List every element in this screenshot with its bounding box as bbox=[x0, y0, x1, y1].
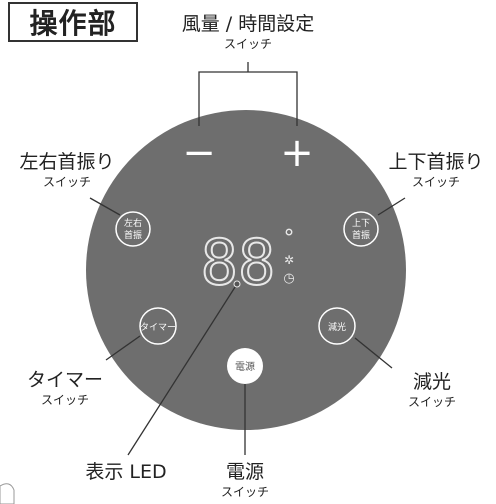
fan-timer-label: 風量 / 時間設定 スイッチ bbox=[168, 12, 328, 52]
fan-timer-label-main: 風量 / 時間設定 bbox=[181, 13, 315, 35]
degree-indicator: ° bbox=[284, 226, 295, 251]
leader-lines bbox=[89, 62, 406, 456]
dimmer-button-label: 減光 bbox=[328, 321, 346, 333]
ud-swing-button-label-2: 首振 bbox=[352, 229, 370, 241]
lr-swing-button-label-2: 首振 bbox=[124, 229, 142, 241]
lr-swing-label-main: 左右首振り bbox=[19, 151, 115, 173]
power-label-main: 電源 bbox=[225, 461, 264, 483]
lr-swing-label: 左右首振り スイッチ bbox=[2, 150, 132, 190]
display-label: 表示 LED bbox=[66, 460, 186, 484]
timer-button[interactable]: タイマー bbox=[139, 307, 177, 345]
lr-swing-button-label-1: 左右 bbox=[124, 217, 142, 229]
power-label-sub: スイッチ bbox=[220, 485, 269, 499]
dimmer-label-main: 減光 bbox=[412, 371, 451, 393]
corner-decoration bbox=[0, 483, 15, 504]
ud-swing-label: 上下首振り スイッチ bbox=[378, 150, 494, 190]
plus-button[interactable]: + bbox=[280, 130, 314, 176]
control-panel-disc bbox=[86, 110, 406, 430]
dimmer-button[interactable]: 減光 bbox=[318, 307, 356, 345]
dimmer-leader bbox=[354, 337, 393, 369]
lr-swing-label-sub: スイッチ bbox=[42, 175, 91, 189]
fan-timer-label-sub: スイッチ bbox=[223, 37, 272, 51]
timer-leader bbox=[105, 335, 141, 361]
section-title: 操作部 bbox=[8, 2, 138, 42]
ud-swing-leader bbox=[377, 197, 406, 216]
timer-label-main: タイマー bbox=[26, 369, 103, 391]
lr-swing-button[interactable]: 左右 首振 bbox=[115, 211, 151, 247]
power-label: 電源 スイッチ bbox=[205, 460, 285, 500]
ud-swing-button[interactable]: 上下 首振 bbox=[343, 211, 379, 247]
power-button-label: 電源 bbox=[235, 360, 255, 373]
power-button[interactable]: 電源 bbox=[227, 348, 263, 384]
dimmer-label-sub: スイッチ bbox=[407, 395, 456, 409]
minus-button[interactable]: − bbox=[182, 130, 216, 176]
display-leader bbox=[127, 283, 238, 456]
display-label-main: 表示 LED bbox=[85, 461, 167, 483]
dimmer-label: 減光 スイッチ bbox=[392, 370, 472, 410]
led-digits: 88 bbox=[201, 226, 276, 299]
timer-button-label: タイマー bbox=[140, 322, 176, 333]
lr-swing-leader bbox=[89, 197, 121, 216]
led-display: 88 ° ✲ ◷ bbox=[200, 225, 295, 300]
fan-icon: ✲ bbox=[284, 253, 294, 267]
led-indicator-dot bbox=[233, 280, 241, 288]
clock-icon: ◷ bbox=[283, 271, 294, 286]
ud-swing-label-sub: スイッチ bbox=[411, 175, 460, 189]
timer-label: タイマー スイッチ bbox=[10, 368, 120, 408]
ud-swing-label-main: 上下首振り bbox=[388, 151, 484, 173]
ud-swing-button-label-1: 上下 bbox=[352, 218, 370, 229]
timer-label-sub: スイッチ bbox=[40, 393, 89, 407]
